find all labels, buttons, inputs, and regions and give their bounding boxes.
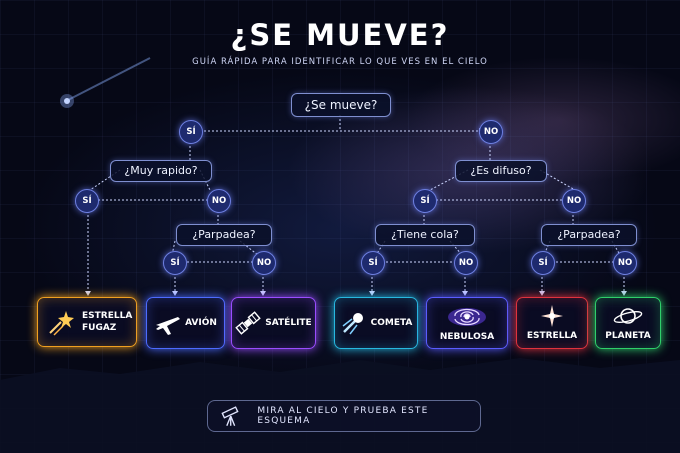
result-card-comet: COMETA xyxy=(334,297,418,349)
branch-yes: SÍ xyxy=(163,251,187,275)
telescope-icon xyxy=(221,406,239,427)
galaxy-icon xyxy=(448,307,486,326)
result-label: NEBULOSA xyxy=(439,331,495,342)
question-diffuse: ¿Es difuso? xyxy=(455,160,547,182)
shooting-star-icon xyxy=(49,311,74,336)
result-label: COMETA xyxy=(370,318,413,328)
branch-no: NO xyxy=(207,189,231,213)
branch-no: NO xyxy=(479,120,503,144)
branch-no: NO xyxy=(562,189,586,213)
page-subtitle: GUÍA RÁPIDA PARA IDENTIFICAR LO QUE VES … xyxy=(192,57,488,67)
branch-yes: SÍ xyxy=(75,189,99,213)
branch-no: NO xyxy=(252,251,276,275)
airplane-icon xyxy=(156,317,181,335)
footer-banner: MIRA AL CIELO Y PRUEBA ESTE ESQUEMA xyxy=(207,400,481,432)
footer-text: MIRA AL CIELO Y PRUEBA ESTE ESQUEMA xyxy=(257,406,429,426)
question-blink-moving: ¿Parpadea? xyxy=(176,224,272,246)
branch-yes: SÍ xyxy=(179,120,203,144)
result-card-satellite: SATÉLITE xyxy=(231,297,316,349)
result-label: PLANETA xyxy=(605,331,651,341)
satellite-icon xyxy=(235,311,262,335)
branch-no: NO xyxy=(454,251,478,275)
page-title: ¿SE MUEVE? xyxy=(230,18,450,52)
branch-yes: SÍ xyxy=(531,251,555,275)
shooting-star-trail xyxy=(67,57,151,101)
question-blink-static: ¿Parpadea? xyxy=(541,224,637,246)
result-label: AVIÓN xyxy=(185,318,217,328)
result-card-nebula: NEBULOSA xyxy=(426,297,508,349)
planet-icon xyxy=(613,308,643,324)
star-icon xyxy=(541,305,563,327)
branch-yes: SÍ xyxy=(413,189,437,213)
question-fast: ¿Muy rapido? xyxy=(110,160,212,182)
result-card-airplane: AVIÓN xyxy=(146,297,225,349)
result-label: ESTRELLA FUGAZ xyxy=(82,311,133,333)
result-card-shooting-star: ESTRELLA FUGAZ xyxy=(37,297,137,347)
result-card-planet: PLANETA xyxy=(595,297,661,349)
question-tail: ¿Tiene cola? xyxy=(375,224,475,246)
branch-no: NO xyxy=(613,251,637,275)
question-moves: ¿Se mueve? xyxy=(291,93,391,117)
branch-yes: SÍ xyxy=(361,251,385,275)
comet-icon xyxy=(342,313,363,335)
result-card-star: ESTRELLA xyxy=(516,297,588,349)
result-label: ESTRELLA xyxy=(526,331,578,341)
shooting-star-head xyxy=(64,98,70,104)
result-label: SATÉLITE xyxy=(265,318,312,328)
